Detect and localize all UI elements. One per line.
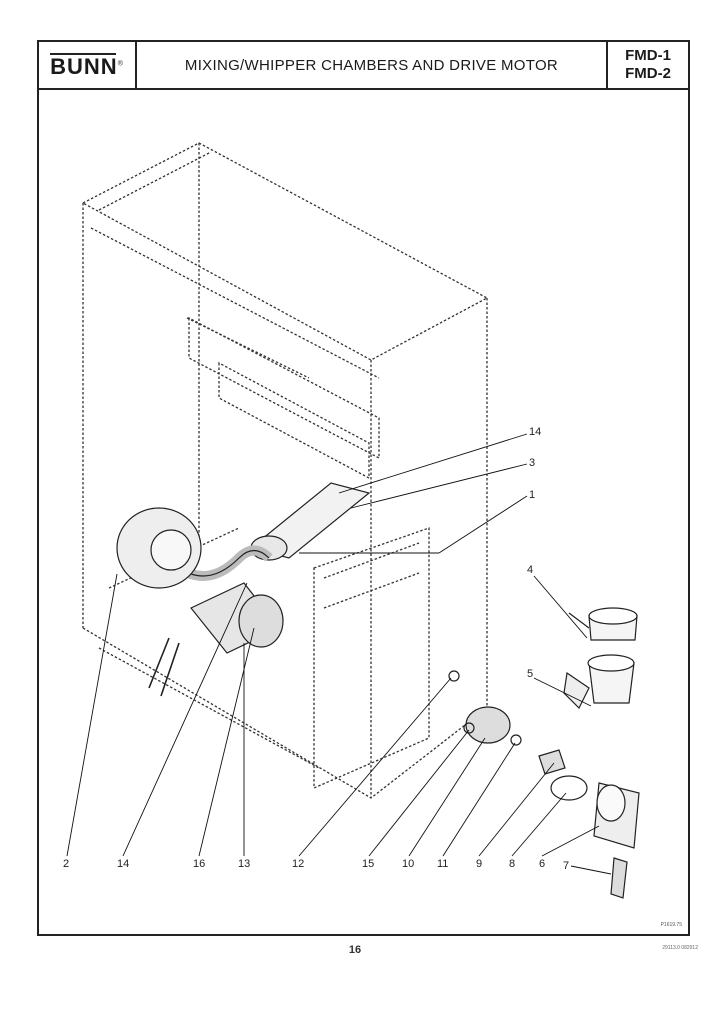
cabinet-rails [90,151,380,379]
flex-hose-outline [178,549,270,577]
leader-14-bottom [122,582,248,857]
bunn-logo: BUNN® [50,51,124,80]
page-number: 16 [348,944,362,956]
callout-13: 13 [238,858,251,870]
diagram-drawing [66,142,640,899]
leader-10 [408,737,486,857]
callout-6: 6 [539,858,546,870]
motor-face [238,594,284,648]
model-1: FMD-1 [625,47,671,64]
callout-9: 9 [476,858,483,870]
whipper-propeller [538,749,566,775]
model-numbers: FMD-1 FMD-2 [608,42,688,88]
callout-7: 7 [563,860,570,872]
steam-collector-4-rim [588,607,638,625]
page-title: MIXING/WHIPPER CHAMBERS AND DRIVE MOTOR [137,42,608,88]
registered-mark: ® [117,60,124,68]
page-frame: BUNN® MIXING/WHIPPER CHAMBERS AND DRIVE … [37,40,690,936]
leader-5 [533,677,592,707]
header: BUNN® MIXING/WHIPPER CHAMBERS AND DRIVE … [39,42,688,90]
mixing-bowl-5-rim [587,654,635,672]
mounting-plate [313,527,430,789]
leader-6 [541,825,600,857]
callout-15: 15 [362,858,375,870]
chamber-inlet [596,784,626,822]
leader-7 [570,865,612,875]
callout-12: 12 [292,858,305,870]
cabinet-edges [82,143,488,798]
brand-text: BUNN [50,53,118,79]
leader-11 [442,742,516,857]
leader-15 [368,729,470,857]
callout-4: 4 [527,564,534,576]
cabinet-top [81,142,489,361]
callout-5: 5 [527,668,534,680]
leader-12 [298,677,452,857]
callout-3: 3 [529,457,536,469]
upper-bracket [188,316,380,460]
bowl-5-tab [563,671,590,710]
part-15 [463,722,475,734]
cabinet-bottom [82,627,488,799]
leader-1 [438,495,528,554]
figure-code: P1619.75 [660,922,682,928]
part-11 [510,734,522,746]
part-12 [448,670,460,682]
callout-8: 8 [509,858,516,870]
callout-10: 10 [402,858,415,870]
callout-14-bottom: 14 [117,858,130,870]
collector-4-tab [568,612,590,629]
outlet-nozzle [610,857,628,899]
leader-16 [198,627,255,857]
leader-3 [350,463,528,509]
motor-wires [148,637,180,697]
o-ring [550,775,588,801]
leader-2 [66,573,118,857]
leader-8 [511,792,567,857]
callout-1: 1 [529,489,536,501]
whipper-housing [465,706,511,744]
exploded-parts-diagram: 14 3 1 4 5 2 14 16 13 12 15 10 11 9 8 6 … [39,88,688,934]
leader-9 [478,762,555,857]
leader-14-top [338,433,528,494]
logo-cell: BUNN® [39,42,137,88]
callout-14-top: 14 [529,426,542,438]
blower-inlet [150,529,192,571]
model-2: FMD-2 [625,65,671,82]
leader-4 [533,575,588,639]
document-code: 29113.0 082912 [662,945,698,951]
callout-2: 2 [63,858,70,870]
callout-11: 11 [437,858,449,870]
callout-16: 16 [193,858,206,870]
middle-bracket [218,361,370,480]
plate-slots [323,542,420,609]
